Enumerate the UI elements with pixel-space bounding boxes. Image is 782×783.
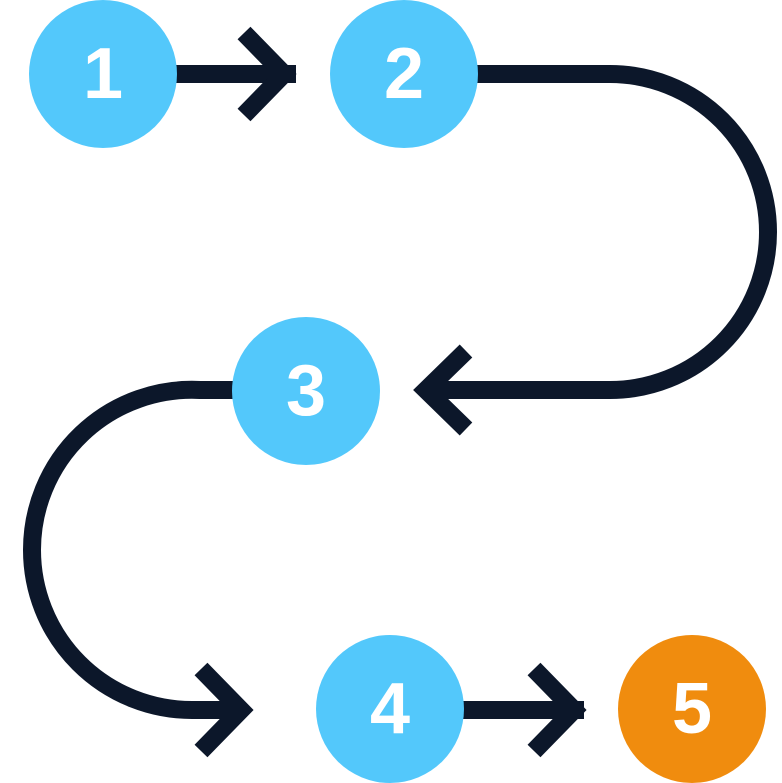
- arrowhead-1-to-2: [237, 26, 297, 122]
- step-circle: [330, 0, 478, 148]
- step-circle: [316, 635, 464, 783]
- arrowhead-4-to-5: [527, 662, 587, 758]
- connector-3-to-4: [22, 380, 240, 719]
- step-node-1: 1: [29, 0, 177, 148]
- step-node-5: 5: [618, 635, 766, 783]
- connectors: [22, 26, 777, 758]
- step-node-2: 2: [330, 0, 478, 148]
- step-number: 2: [384, 34, 424, 114]
- arrowhead-3-to-4: [194, 662, 254, 758]
- arrowhead-2-to-3: [413, 344, 473, 436]
- step-number: 5: [672, 669, 712, 749]
- step-node-3: 3: [232, 317, 380, 465]
- step-circle: [232, 317, 380, 465]
- step-node-4: 4: [316, 635, 464, 783]
- connector-2-to-3: [430, 65, 777, 399]
- step-circle: [618, 635, 766, 783]
- step-number: 1: [83, 34, 123, 114]
- step-circle: [29, 0, 177, 148]
- step-number: 4: [370, 669, 410, 749]
- step-number: 3: [286, 351, 326, 431]
